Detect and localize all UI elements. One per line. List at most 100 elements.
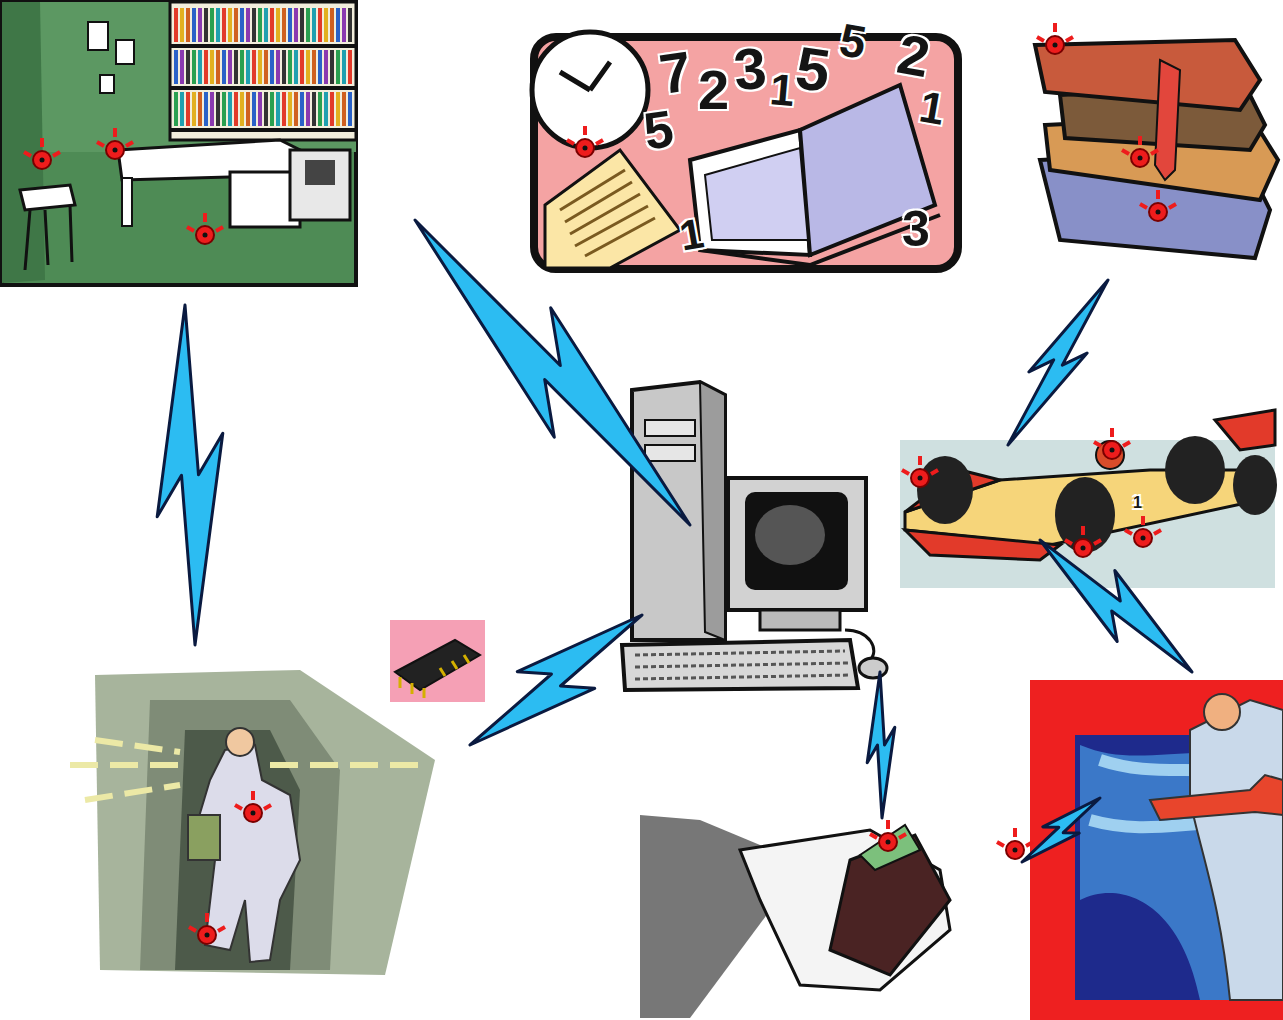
book-spine xyxy=(330,50,334,84)
book-spine xyxy=(198,50,202,84)
book-spine xyxy=(348,8,352,42)
sensor-body xyxy=(1006,841,1024,859)
sensor-dot xyxy=(1081,546,1086,551)
shelf-board xyxy=(170,86,356,90)
book-spine xyxy=(228,92,232,126)
book-spine xyxy=(222,92,226,126)
book-spine xyxy=(288,8,292,42)
book-spine xyxy=(300,92,304,126)
tunnel-figure xyxy=(70,670,435,975)
lightning-bolt xyxy=(867,672,895,818)
sensor-dot xyxy=(1013,848,1018,853)
book-spine xyxy=(204,8,208,42)
book-spine xyxy=(252,50,256,84)
sensor-icon xyxy=(1037,23,1073,54)
sensor-icon xyxy=(1094,428,1130,459)
book-spine xyxy=(240,8,244,42)
book-spine xyxy=(342,92,346,126)
book-spine xyxy=(186,50,190,84)
wallet-hands xyxy=(640,815,950,1018)
sensor-body xyxy=(879,833,897,851)
book-spine xyxy=(228,50,232,84)
book-spine xyxy=(318,50,322,84)
sensor-rays xyxy=(1140,190,1176,208)
book-spine xyxy=(312,92,316,126)
book-spine xyxy=(246,8,250,42)
book-spine xyxy=(198,8,202,42)
sensor-rays xyxy=(24,138,60,156)
sensor-body xyxy=(198,926,216,944)
sensor-body xyxy=(33,151,51,169)
book-spine xyxy=(306,8,310,42)
book-spine xyxy=(216,92,220,126)
book-spine xyxy=(324,92,328,126)
book-spine xyxy=(306,50,310,84)
sensor-rays xyxy=(1122,136,1158,154)
decor-number: 1 xyxy=(1133,495,1142,511)
sensor-icon xyxy=(567,126,603,157)
book-spine xyxy=(234,8,238,42)
sensor-body xyxy=(1131,149,1149,167)
sensor-body xyxy=(196,226,214,244)
book-spine xyxy=(348,92,352,126)
sensor-icon xyxy=(1122,136,1158,167)
sensor-dot xyxy=(583,146,588,151)
sensor-body xyxy=(106,141,124,159)
sensor-body xyxy=(1046,36,1064,54)
book-spine xyxy=(216,50,220,84)
sensor-rays xyxy=(97,128,133,146)
book-spine xyxy=(294,92,298,126)
sensor-rays xyxy=(189,913,225,931)
book-spine xyxy=(282,8,286,42)
book-spine xyxy=(192,8,196,42)
book-spine xyxy=(342,50,346,84)
shelf-board xyxy=(170,128,356,132)
race-car xyxy=(900,410,1277,588)
book-spine xyxy=(240,50,244,84)
book-spine xyxy=(174,50,178,84)
book-spine xyxy=(204,92,208,126)
book-spine xyxy=(336,8,340,42)
book-spine xyxy=(324,50,328,84)
lightning-bolt xyxy=(1008,280,1108,445)
lightning-bolt xyxy=(157,305,223,645)
book-spine xyxy=(216,8,220,42)
sensor-rays xyxy=(235,791,271,809)
book-spine xyxy=(282,92,286,126)
sensor-dot xyxy=(113,148,118,153)
book-spine xyxy=(294,50,298,84)
book-spine xyxy=(294,8,298,42)
book-spine xyxy=(312,50,316,84)
book-spine xyxy=(186,8,190,42)
sensor-body xyxy=(576,139,594,157)
book-spine xyxy=(258,50,262,84)
book-spine xyxy=(240,92,244,126)
sensor-body xyxy=(911,469,929,487)
sensor-dot xyxy=(1156,210,1161,215)
sensor-icon xyxy=(97,128,133,159)
book-spine xyxy=(300,50,304,84)
book-spine xyxy=(318,92,322,126)
book-spine xyxy=(252,92,256,126)
book-spine xyxy=(222,8,226,42)
book-spine xyxy=(258,8,262,42)
book-spine xyxy=(318,8,322,42)
book-spine xyxy=(288,92,292,126)
book-spine xyxy=(258,92,262,126)
sensor-rays xyxy=(902,456,938,474)
book-spine xyxy=(180,8,184,42)
book-spine xyxy=(336,50,340,84)
computer xyxy=(622,382,887,690)
book-spine xyxy=(174,8,178,42)
sensor-body xyxy=(1074,539,1092,557)
book-spine xyxy=(198,92,202,126)
book-spine xyxy=(270,8,274,42)
sensor-rays xyxy=(567,126,603,144)
sensor-rays xyxy=(997,828,1033,846)
book-spine xyxy=(246,92,250,126)
decor-number: 3 xyxy=(732,39,769,100)
sensor-dot xyxy=(1141,536,1146,541)
doorway-figure xyxy=(1030,680,1283,1020)
book-spine xyxy=(210,92,214,126)
